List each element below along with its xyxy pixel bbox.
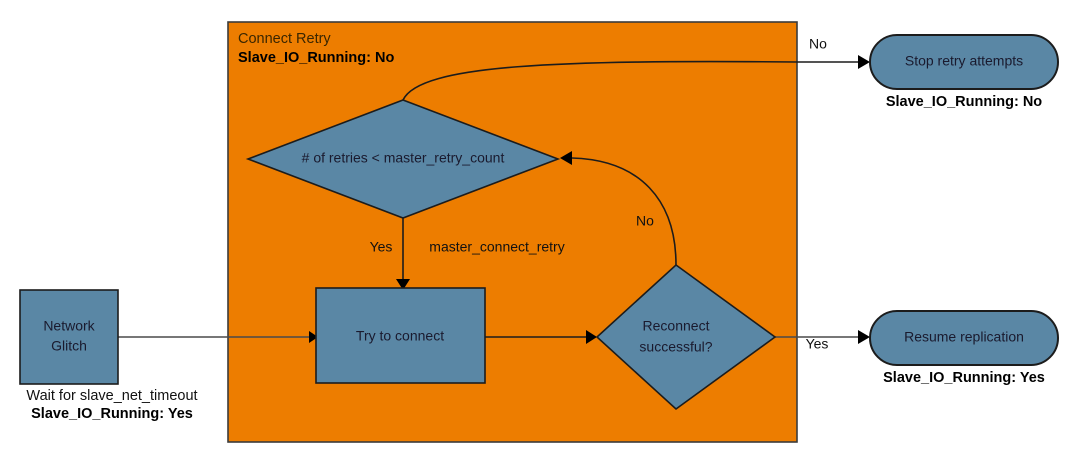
resume-replication-caption-bold: Slave_IO_Running: Yes [883,370,1045,386]
edge-try-connect-to-reconnect [485,330,597,344]
stop-retry-attempts-label: Stop retry attempts [905,53,1023,69]
container-title: Connect Retry [238,31,331,47]
network-glitch-caption-bold: Slave_IO_Running: Yes [31,406,193,422]
resume-replication-label: Resume replication [904,329,1024,345]
stop-retry-caption-bold: Slave_IO_Running: No [886,94,1042,110]
node-network-glitch[interactable]: Network Glitch [19,289,119,385]
node-resume-replication[interactable]: Resume replication [869,310,1059,366]
edge-retry-no-to-stop [402,55,870,101]
edge-reconnect-yes-to-resume [775,330,870,344]
node-stop-retry-attempts[interactable]: Stop retry attempts [869,34,1059,90]
edge-label-reconnect-yes: Yes [806,336,829,352]
container-subtitle: Slave_IO_Running: No [238,50,394,66]
edge-label-master-connect-retry: master_connect_retry [429,239,564,255]
reconnect-decision-label-line1: Reconnect [643,318,710,334]
network-glitch-label-line1: Network [43,318,95,334]
edge-retry-yes-to-try-connect [396,218,410,290]
edge-glitch-to-try-connect [118,331,318,343]
edge-label-retry-no: No [809,36,827,52]
edge-label-reconnect-no: No [636,213,654,229]
retry-count-decision-label: # of retries < master_retry_count [302,150,505,166]
node-reconnect-decision[interactable]: Reconnect successful? [595,263,777,411]
network-glitch-label-line2: Glitch [51,338,87,354]
node-retry-count-decision[interactable]: # of retries < master_retry_count [245,99,561,219]
network-glitch-caption-plain: Wait for slave_net_timeout [26,388,197,404]
edge-label-retry-yes: Yes [370,239,393,255]
node-try-to-connect[interactable]: Try to connect [315,287,486,384]
reconnect-decision-label-line2: successful? [639,339,712,355]
try-to-connect-label: Try to connect [356,328,444,344]
edge-reconnect-no-to-retry [560,151,677,266]
